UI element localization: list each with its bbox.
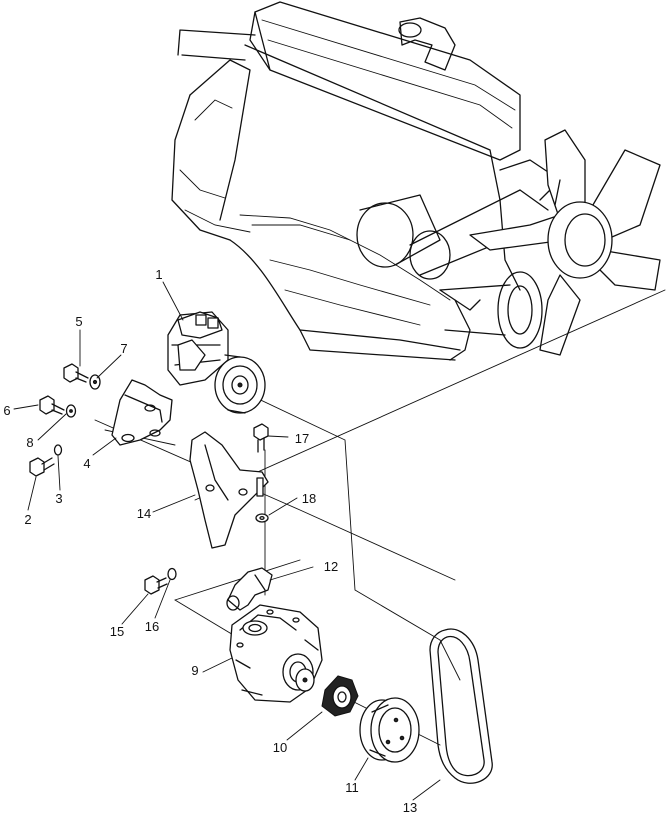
callout-7: 7 — [120, 341, 127, 356]
callout-3: 3 — [55, 491, 62, 506]
washer-3 — [53, 444, 63, 456]
callout-12: 12 — [324, 559, 338, 574]
leader-lines — [13, 281, 441, 801]
callout-1: 1 — [155, 267, 162, 282]
bolt-15 — [144, 575, 168, 595]
bolt-17 — [253, 423, 269, 453]
bolt-5 — [63, 363, 89, 383]
callout-15: 15 — [110, 624, 124, 639]
pump-flange — [321, 675, 359, 717]
v-belt — [429, 628, 493, 784]
callout-13: 13 — [403, 800, 417, 814]
washer-8 — [65, 404, 77, 418]
callout-16: 16 — [145, 619, 159, 634]
callout-5: 5 — [75, 314, 82, 329]
washer-18 — [255, 513, 269, 523]
bracket-lower — [189, 431, 269, 549]
callout-6: 6 — [3, 403, 10, 418]
callout-11: 11 — [345, 780, 359, 795]
callout-17: 17 — [295, 431, 309, 446]
callout-4: 4 — [83, 456, 90, 471]
washer-16 — [167, 567, 177, 581]
fan-hub — [547, 201, 613, 279]
water-pump — [229, 604, 323, 703]
water-outlet-elbow — [226, 567, 273, 611]
reference-lines — [94, 289, 666, 746]
callouts: 1 2 3 4 5 6 7 8 9 10 11 12 13 14 15 16 1… — [3, 267, 417, 814]
compressor — [167, 311, 266, 414]
bolt-2 — [29, 457, 55, 477]
callout-14: 14 — [137, 506, 151, 521]
callout-8: 8 — [26, 435, 33, 450]
pump-pulley — [359, 697, 420, 763]
washer-7 — [89, 374, 101, 390]
callout-10: 10 — [273, 740, 287, 755]
fan-blade-bottom — [539, 274, 581, 356]
bolt-6 — [39, 395, 65, 415]
bracket-upper — [111, 379, 173, 446]
cooling-fan — [469, 129, 661, 356]
callout-9: 9 — [191, 663, 198, 678]
callout-2: 2 — [24, 512, 31, 527]
callout-18: 18 — [302, 491, 316, 506]
engine-block — [171, 1, 561, 361]
